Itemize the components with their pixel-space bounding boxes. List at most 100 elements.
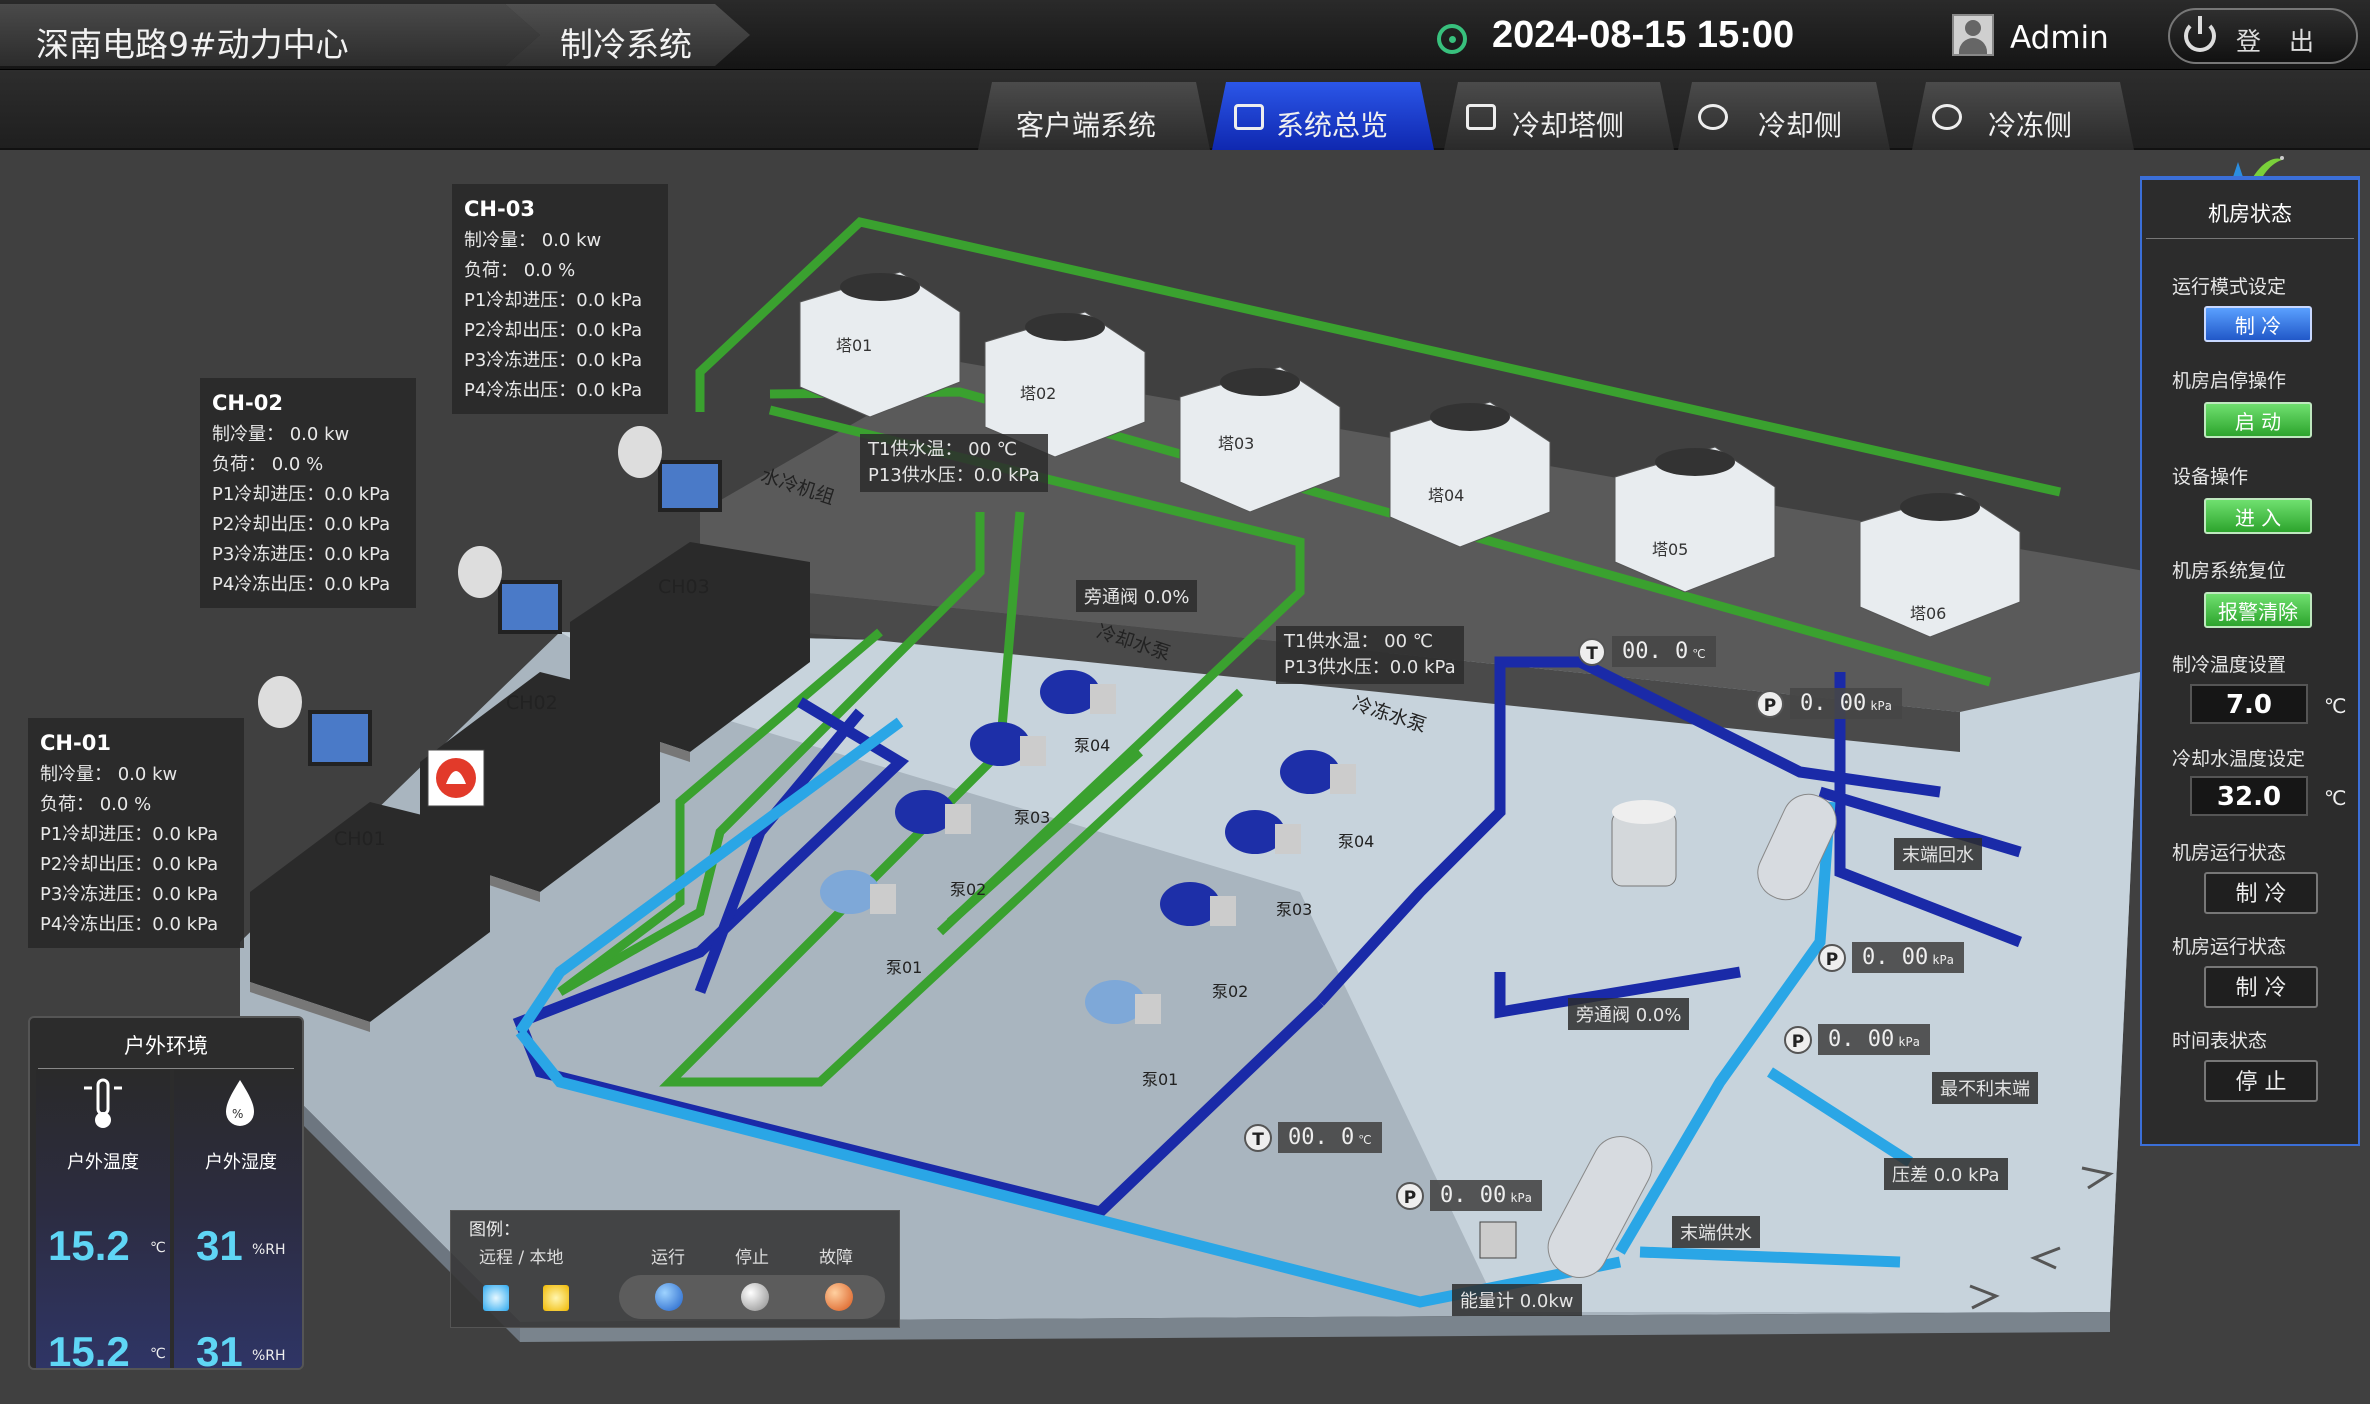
return-collector [1757,793,1837,901]
chiller-p1: P1冷却进压：0.0 kPa [40,824,219,845]
outdoor-humidity-unit: %RH [252,1348,286,1364]
outdoor-temp-label: 户外温度 [67,1152,139,1173]
sensor-unit: kPa [1932,953,1954,967]
end-supply-label: 末端供水 [1672,1216,1760,1248]
enter-button[interactable]: 进 入 [2204,498,2312,534]
temp-sensor-icon: T [1578,637,1606,666]
tower-label: 塔06 [1910,604,1947,623]
supply-pipe-chiller [515,717,904,1036]
sensor-unit: ℃ [1692,647,1706,661]
cooling-pump-01 [820,870,896,914]
mode-label: 运行模式设定 [2172,276,2287,298]
chiller-unit-label: CH03 [658,576,710,598]
chiller-info-ch03: CH-03 制冷量： 0.0 kw 负荷： 0.0 % P1冷却进压：0.0 k… [452,184,668,414]
tab-cooling-side[interactable]: 冷却侧 [1678,82,1890,150]
cooling-bypass-valve-label: 旁通阀 0.0% [1076,580,1198,612]
svg-text:%: % [232,1107,243,1121]
chiller-p2: P2冷却出压：0.0 kPa [40,854,219,875]
tab-system-overview[interactable]: 系统总览 [1212,82,1434,150]
pump-label: 泵01 [886,958,923,977]
supply-temp-sensor[interactable]: T 00. 0℃ [1244,1122,1382,1153]
cool-temp-input[interactable]: 32.0 [2190,776,2308,816]
chilled-pump-04 [1280,750,1356,794]
fan-icon [1698,104,1728,130]
running-ball-icon [655,1283,683,1311]
chiller-info-ch01: CH-01 制冷量： 0.0 kw 负荷： 0.0 % P1冷却进压：0.0 k… [28,718,244,948]
chilled-supply-readings: T1供水温： 00 ℃ P13供水压：0.0 kPa [1276,626,1464,684]
pump-label: 泵03 [1276,900,1313,919]
thermometer-icon [84,1078,122,1128]
tab-client-system[interactable]: 客户端系统 [978,82,1210,150]
pressure-sensor-icon: P [1396,1181,1424,1210]
legend-stopped: 停止 [735,1248,769,1268]
return-temp-sensor[interactable]: T 00. 0℃ [1578,636,1716,667]
tab-cooling-tower-side[interactable]: 冷却塔侧 [1444,82,1674,150]
remote-square-icon [483,1285,509,1311]
tab-label: 冷却塔侧 [1512,109,1625,142]
fan-icon [1932,104,1962,130]
chilled-pump-03 [1225,810,1301,854]
sensor-value: 00. 0 [1622,639,1689,664]
cooling-pump-04 [1040,670,1116,714]
tower-label: 塔05 [1652,540,1689,559]
supply-pipe-riser [1615,801,1836,1255]
chiller-load: 负荷： 0.0 % [40,794,152,815]
outdoor-title: 户外环境 [38,1018,294,1069]
cooling-towers [799,271,2021,638]
start-button[interactable]: 启 动 [2204,402,2312,438]
chiller-name: CH-02 [212,391,283,415]
pump-label: 泵02 [950,880,987,899]
chiller-info-ch02: CH-02 制冷量： 0.0 kw 负荷： 0.0 % P1冷却进压：0.0 k… [200,378,416,608]
tower-05 [1614,446,1776,593]
pump-label: 泵04 [1338,832,1375,851]
chill-temp-label: 制冷温度设置 [2172,654,2287,676]
outdoor-temp-unit: ℃ [150,1346,166,1362]
pump-label: 泵03 [1014,808,1051,827]
chill-temp-input[interactable]: 7.0 [2190,684,2308,724]
sensor-value: 0. 00 [1800,691,1867,716]
chilled-pipes [512,656,2022,1219]
pressure-sensor-icon: P [1818,943,1846,972]
tab-chilled-side[interactable]: 冷冻侧 [1912,82,2134,150]
cooling-supply-pressure: P13供水压：0.0 kPa [868,465,1040,486]
run-state-label: 机房运行状态 [2172,842,2287,864]
breadcrumb-system[interactable]: 制冷系统 [505,4,750,66]
pressure-sensor-icon: P [1784,1025,1812,1054]
monitor-icon [1234,104,1264,130]
chiller-load: 负荷： 0.0 % [464,260,576,281]
sensor-reading: 00. 0℃ [1612,636,1716,667]
cooling-pipe-chiller-2 [557,628,883,996]
tab-label: 系统总览 [1276,109,1389,142]
run-state-label: 机房运行状态 [2172,936,2287,958]
clock-icon [1437,24,1467,54]
mode-cooling-button[interactable]: 制 冷 [2204,306,2312,342]
supply-pipe-main [515,1028,1622,1308]
tab-label: 客户端系统 [1016,109,1157,142]
tower-label: 塔03 [1218,434,1255,453]
fault-ball-icon [825,1283,853,1311]
temp-unit: ℃ [2324,694,2347,718]
breadcrumb-site[interactable]: 深南电路9#动力中心 [0,4,540,66]
chiller-capacity: 制冷量： 0.0 kw [212,424,350,445]
sensor-reading: 00. 0℃ [1278,1122,1382,1153]
flow-arrows [1969,1166,2114,1310]
chiller-p1: P1冷却进压：0.0 kPa [212,484,391,505]
alarm-clear-button[interactable]: 报警清除 [2204,592,2312,628]
chiller-p3: P3冷冻进压：0.0 kPa [40,884,219,905]
schedule-label: 时间表状态 [2172,1030,2268,1052]
outdoor-humidity-value: 31 [196,1328,243,1370]
startstop-label: 机房启停操作 [2172,370,2287,392]
cooling-pump-group [820,670,1116,914]
cooling-supply-temp: T1供水温： 00 ℃ [868,439,1018,460]
top-bar: 深南电路9#动力中心 制冷系统 2024-08-15 15:00 Admin 登… [0,0,2370,70]
legend-fault: 故障 [819,1248,853,1268]
device-operation-label: 设备操作 [2172,466,2249,488]
logout-button[interactable]: 登 出 [2168,8,2358,64]
schedule-state-display: 停 止 [2204,1060,2318,1102]
logout-label: 登 出 [2236,27,2324,56]
sensor-unit: ℃ [1358,1133,1372,1147]
